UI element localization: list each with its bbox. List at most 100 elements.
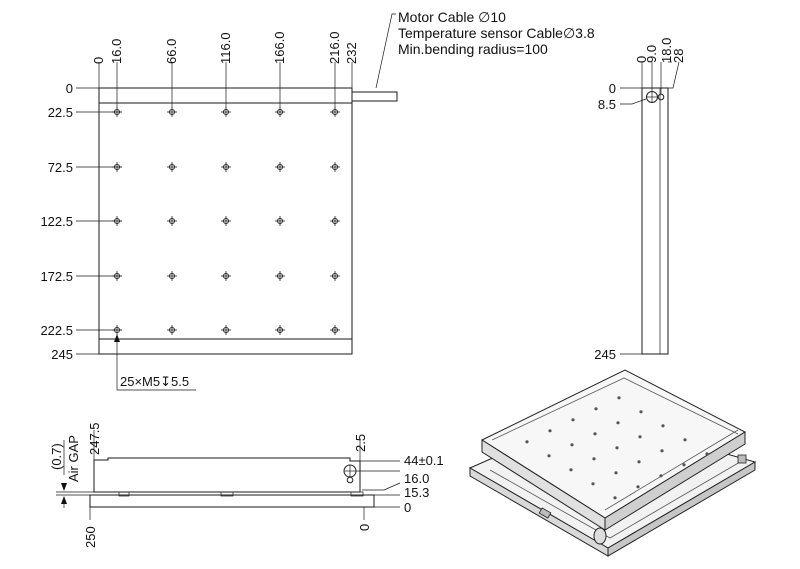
side-x-dim-18: 18.0 [659,38,674,63]
cable-leader [375,13,396,89]
top-y-dim-0: 0 [66,81,73,96]
top-y-dim-72-5: 72.5 [48,160,73,175]
mounting-hole [221,107,231,117]
front-dim-0: 0 [404,500,411,515]
mounting-hole [221,162,231,172]
iso-hole [591,482,595,486]
iso-hole [705,452,709,456]
iso-hole [570,443,574,447]
mounting-hole [167,162,177,172]
side-y-dim-245: 245 [594,347,616,362]
mounting-hole [275,271,285,281]
iso-hole [638,435,642,439]
hole-spec-label: 25×M5↧5.5 [120,374,189,389]
iso-hole [571,418,575,422]
iso-hole [682,463,686,467]
mounting-hole [275,162,285,172]
iso-hole [615,446,619,450]
top-y-dim-122-5: 122.5 [40,214,73,229]
side-y-dim-8-5: 8.5 [598,97,616,112]
mounting-hole [112,271,122,281]
mounting-hole [112,216,122,226]
mounting-hole [221,216,231,226]
iso-hole [639,410,643,414]
front-dim-15-3: 15.3 [404,485,429,500]
front-sensor-cable-circle [346,476,354,484]
top-y-dim-245: 245 [51,347,73,362]
iso-hole [617,396,621,400]
front-dim-44: 44±0.1 [404,453,444,468]
side-view: 0 9.0 18.0 28 0 8.5 245 [594,38,686,362]
side-profile-outline [641,87,669,355]
hole-callout-leader [116,340,196,391]
iso-hole [659,474,663,478]
top-x-dim-16: 16.0 [109,39,124,64]
iso-hole [637,460,641,464]
mounting-hole [330,162,340,172]
top-y-dim-22-5: 22.5 [48,105,73,120]
front-view: (0.7) Air GAP 247.5 250 2.5 44±0.1 16.0 … [49,422,444,548]
mounting-hole [112,325,122,335]
top-x-dim-232: 232 [344,42,359,64]
side-extension-lines [620,61,680,355]
base-foot-2 [220,491,234,497]
iso-hole [525,440,529,444]
front-air-gap-label: Air GAP [66,435,81,482]
iso-hole [594,407,598,411]
top-view: 0 16.0 66.0 116.0 166.0 216.0 232 0 22.5… [40,31,398,391]
iso-hole [683,438,687,442]
front-dim-2-5: 2.5 [353,434,368,452]
base-foot-1 [118,491,130,497]
bend-radius-note: Min.bending radius=100 [398,41,548,57]
front-base-outline [89,494,375,508]
mounting-hole [330,271,340,281]
front-right-dim-lines [356,440,401,520]
mounting-hole [167,216,177,226]
iso-hole [661,424,665,428]
iso-hole [616,421,620,425]
iso-hole [613,496,617,500]
front-dim-250: 250 [83,526,98,548]
side-x-dim-28: 28 [671,49,686,63]
mounting-hole [221,325,231,335]
mounting-hole [275,216,285,226]
top-x-dim-116: 116.0 [218,32,233,64]
iso-hole [569,468,573,472]
side-y-dim-0: 0 [609,81,616,96]
front-dim-16: 16.0 [404,471,429,486]
iso-hole [636,485,640,489]
mounting-hole [112,107,122,117]
mounting-hole [167,271,177,281]
front-carriage-outline [93,457,361,493]
mounting-hole [275,107,285,117]
mounting-hole [112,162,122,172]
side-x-dim-9: 9.0 [644,45,659,63]
side-x-dim-0: 0 [634,56,649,63]
mounting-hole [330,107,340,117]
top-x-dim-0: 0 [91,57,106,64]
front-dim-bottom-0: 0 [357,524,372,531]
iso-hole [660,449,664,453]
iso-hole [614,471,618,475]
mounting-hole [330,325,340,335]
base-foot-3 [350,491,364,497]
top-x-dim-66: 66.0 [164,39,179,64]
front-air-gap-value: (0.7) [49,443,64,470]
iso-hole-grid [525,396,709,500]
front-dim-247-5: 247.5 [87,422,102,455]
isometric-view [468,369,757,557]
iso-hole [548,429,552,433]
mounting-hole [330,216,340,226]
cable-stub [351,91,398,102]
iso-cable-end [593,527,607,545]
top-extension-lines [98,62,353,108]
sensor-cable-circle [657,93,665,101]
mounting-hole [167,325,177,335]
iso-hole [592,457,596,461]
motor-cable-note: Motor Cable ∅10 [398,9,506,25]
mounting-hole-grid [112,107,340,335]
hole-callout-arrow [114,334,120,342]
top-x-dim-166: 166.0 [272,31,287,64]
iso-hole [593,432,597,436]
